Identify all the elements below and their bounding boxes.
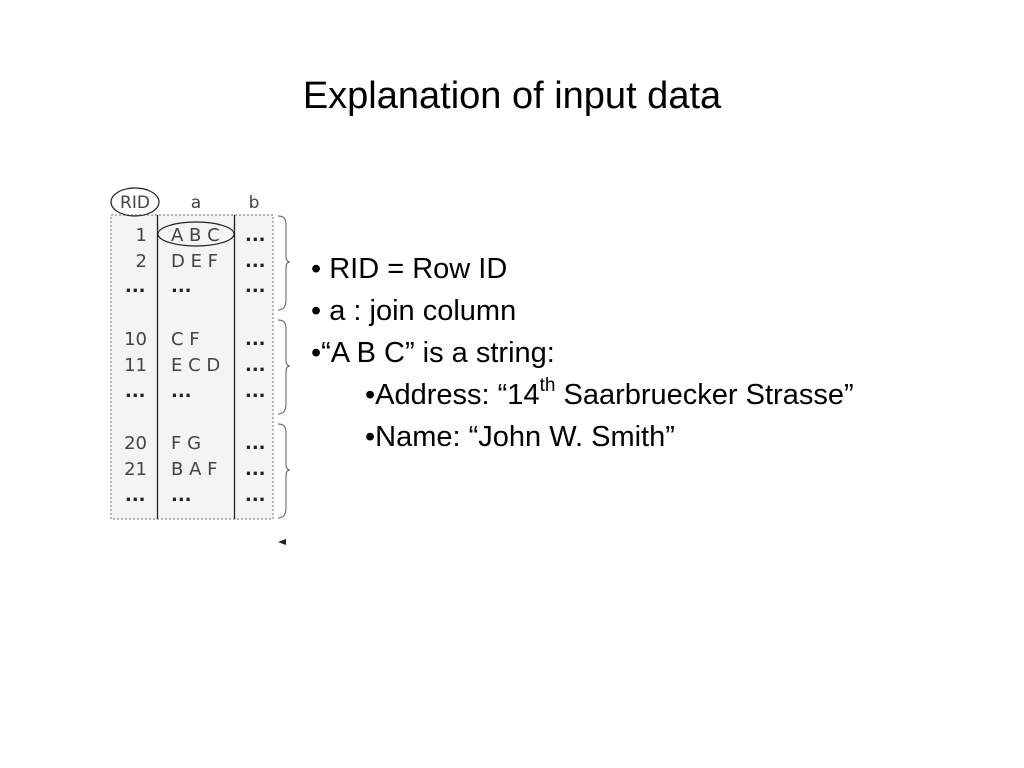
cell-rid: 10 <box>124 329 147 350</box>
cell-b: ... <box>245 276 266 297</box>
rid-highlight-circle <box>110 187 160 217</box>
cell-a: A B C <box>171 225 220 246</box>
cell-b: ... <box>245 459 266 480</box>
arrow-marker-icon <box>278 539 286 545</box>
cell-b: ... <box>245 329 266 350</box>
cell-b: ... <box>245 251 266 272</box>
cell-a: ... <box>171 276 192 297</box>
cell-a: C F <box>171 329 200 350</box>
cell-rid: 2 <box>136 251 147 272</box>
table-frame <box>110 214 274 520</box>
partition-brace-2 <box>277 319 291 415</box>
cell-rid: 1 <box>136 225 147 246</box>
cell-a: ... <box>171 381 192 402</box>
cell-rid: ... <box>125 485 146 506</box>
cell-a: E C D <box>171 355 220 376</box>
cell-b: ... <box>245 355 266 376</box>
address-suffix: Saarbruecker Strasse” <box>555 379 854 411</box>
sub-bullet-name: •Name: “John W. Smith” <box>365 421 675 453</box>
header-a: a <box>191 193 201 213</box>
cell-b: ... <box>245 381 266 402</box>
partition-brace-1 <box>277 215 291 311</box>
partition-brace-3 <box>277 423 291 519</box>
cell-b: ... <box>245 225 266 246</box>
abc-highlight-circle <box>157 221 235 247</box>
cell-rid: ... <box>125 381 146 402</box>
header-b: b <box>249 193 260 213</box>
cell-rid: 11 <box>124 355 147 376</box>
slide-title: Explanation of input data <box>302 75 722 117</box>
cell-rid: 21 <box>124 459 147 480</box>
bullet-string: •“A B C” is a string: <box>311 337 555 369</box>
header-rid: RID <box>120 193 150 213</box>
cell-b: ... <box>245 433 266 454</box>
bullet-list: • RID = Row ID • a : join column •“A B C… <box>311 248 1011 458</box>
address-superscript: th <box>539 375 556 397</box>
cell-a: B A F <box>171 459 217 480</box>
cell-b: ... <box>245 485 266 506</box>
cell-rid: ... <box>125 276 146 297</box>
bullet-join-column: • a : join column <box>311 295 517 327</box>
cell-a: F G <box>171 433 201 454</box>
table-diagram: RID a b 1 A B C ... 2 D E F ... ... ... … <box>110 187 291 545</box>
cell-a: D E F <box>171 251 218 272</box>
address-prefix: •Address: “14 <box>365 379 540 411</box>
cell-a: ... <box>171 485 192 506</box>
bullet-rid: • RID = Row ID <box>311 253 508 285</box>
table-figure: RID a b 1 A B C ... 2 D E F ... ... ... … <box>100 182 300 552</box>
cell-rid: 20 <box>124 433 147 454</box>
sub-bullet-address: •Address: “14th Saarbruecker Strasse” <box>311 374 1011 416</box>
